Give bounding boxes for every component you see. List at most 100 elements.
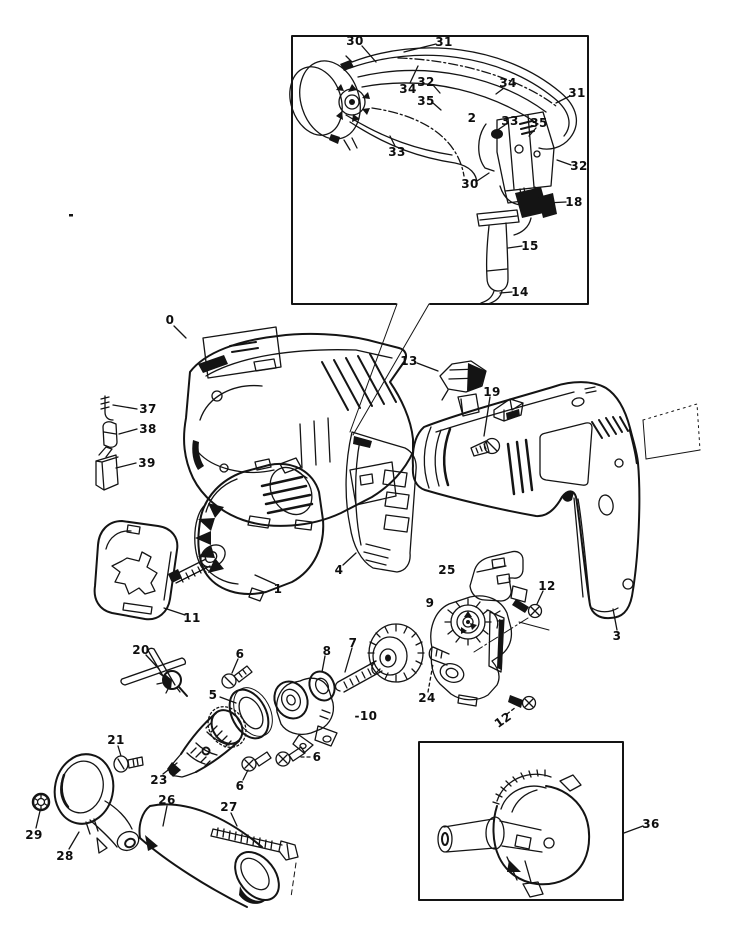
leader-line-4	[342, 552, 357, 566]
part-label-6: 6	[235, 647, 245, 661]
part-label-21: 21	[107, 733, 125, 747]
leader-line-14	[499, 291, 513, 294]
leader-line-12	[506, 706, 517, 715]
leader-line-34	[495, 87, 505, 95]
part-label-0: 0	[165, 313, 175, 327]
part-label-35: 35	[530, 116, 548, 130]
leader-line-3	[612, 608, 618, 631]
part-label-32: 32	[417, 75, 435, 89]
gear-assembly-drawing	[437, 769, 591, 898]
part-label-4: 4	[334, 563, 344, 577]
end-plate-drawing	[93, 520, 179, 621]
part-label-23: 23	[150, 773, 168, 787]
leader-line-33	[389, 135, 396, 147]
leader-line-6	[242, 769, 249, 781]
brush-spring-drawing	[100, 395, 114, 421]
part-label-15: 15	[521, 239, 539, 253]
part-label-1: 1	[273, 582, 283, 596]
leader-line-18	[545, 201, 567, 204]
leader-line-38	[118, 428, 138, 435]
leader-line-24	[427, 663, 434, 693]
wiring-detail-callout-box	[291, 35, 589, 436]
leader-line-12	[536, 590, 544, 605]
part-label-8: 8	[322, 644, 332, 658]
part-label-3: 3	[612, 629, 622, 643]
leader-line-7	[344, 647, 353, 673]
left-housing-drawing	[183, 332, 414, 531]
leader-line-30	[361, 45, 377, 63]
side-handle-clamp-drawing	[53, 753, 140, 854]
brush-drawing	[102, 421, 118, 448]
motor-endbell-drawing	[289, 60, 370, 151]
part-label-12: 12	[491, 709, 515, 731]
screw-19-drawing	[470, 437, 501, 457]
part-label-34: 34	[399, 82, 417, 96]
part-label-33: 33	[388, 145, 406, 159]
brush-holder-drawing	[95, 446, 119, 491]
part-label-14: 14	[511, 285, 529, 299]
leader-line-20	[145, 654, 160, 670]
leader-line-27	[230, 812, 238, 827]
nameplate-right-drawing	[642, 403, 701, 460]
leader-line-37	[112, 404, 138, 410]
leader-line-6	[231, 658, 239, 674]
part-label-29: 29	[25, 828, 43, 842]
screw-6c-drawing	[275, 746, 306, 767]
cord-clamp-drawing	[515, 187, 557, 218]
part-label-28: 28	[56, 849, 74, 863]
gear-assembly-callout-box	[418, 741, 624, 901]
leader-line-13	[416, 362, 439, 372]
part-label-33: 33	[501, 114, 519, 128]
part-label-31: 31	[435, 35, 453, 49]
part-label-26: 26	[158, 793, 176, 807]
part-label-39: 39	[138, 456, 156, 470]
spindle-gear-drawing	[334, 623, 425, 693]
inner-baffle-drawing	[345, 431, 417, 573]
screw-6a-drawing	[221, 665, 253, 689]
part-label-20: 20	[132, 643, 150, 657]
bolt-27-drawing	[210, 827, 299, 898]
part-label-37: 37	[139, 402, 157, 416]
part-label-13: 13	[400, 354, 418, 368]
leader-line-35	[432, 102, 442, 111]
leader-line-23	[162, 762, 178, 775]
leader-line-8	[321, 655, 326, 673]
part-label-7: 7	[348, 636, 358, 650]
switch-assembly-drawing	[478, 111, 555, 236]
leader-line-26	[162, 805, 168, 827]
part-label-19: 19	[483, 385, 501, 399]
gearbox-drawing	[428, 595, 513, 707]
part-label-38: 38	[139, 422, 157, 436]
leader-lines-layer	[35, 43, 644, 850]
leader-line-0	[173, 325, 187, 339]
part-label-2: 2	[467, 111, 477, 125]
leader-line-33	[495, 124, 506, 132]
part-label-36: 36	[642, 817, 660, 831]
leader-line-1	[254, 574, 276, 585]
scan-artifact-dot	[69, 214, 73, 217]
part-label-24: 24	[418, 691, 436, 705]
part-label-34: 34	[499, 76, 517, 90]
right-housing-drawing	[411, 381, 641, 620]
screw-6b-drawing	[241, 751, 272, 772]
part-label-6: 6	[235, 779, 245, 793]
part-label-27: 27	[220, 800, 238, 814]
part-label-11: 11	[183, 611, 201, 625]
leader-line-11	[163, 607, 186, 616]
chuck-key-drawing	[120, 647, 188, 697]
leader-line-32	[432, 84, 441, 94]
part-label-18: 18	[565, 195, 583, 209]
screw-12a-drawing	[473, 599, 550, 653]
part-label-31: 31	[568, 86, 586, 100]
part-label--10: -10	[354, 709, 378, 723]
part-label-30: 30	[461, 177, 479, 191]
leader-line-30	[476, 172, 490, 182]
nut-29-drawing	[31, 792, 51, 812]
part-label-9: 9	[425, 596, 435, 610]
leader-line-31	[555, 95, 571, 104]
motor-armature-drawing	[168, 457, 325, 602]
part-label-5: 5	[208, 688, 218, 702]
leader-line-39	[115, 462, 137, 469]
